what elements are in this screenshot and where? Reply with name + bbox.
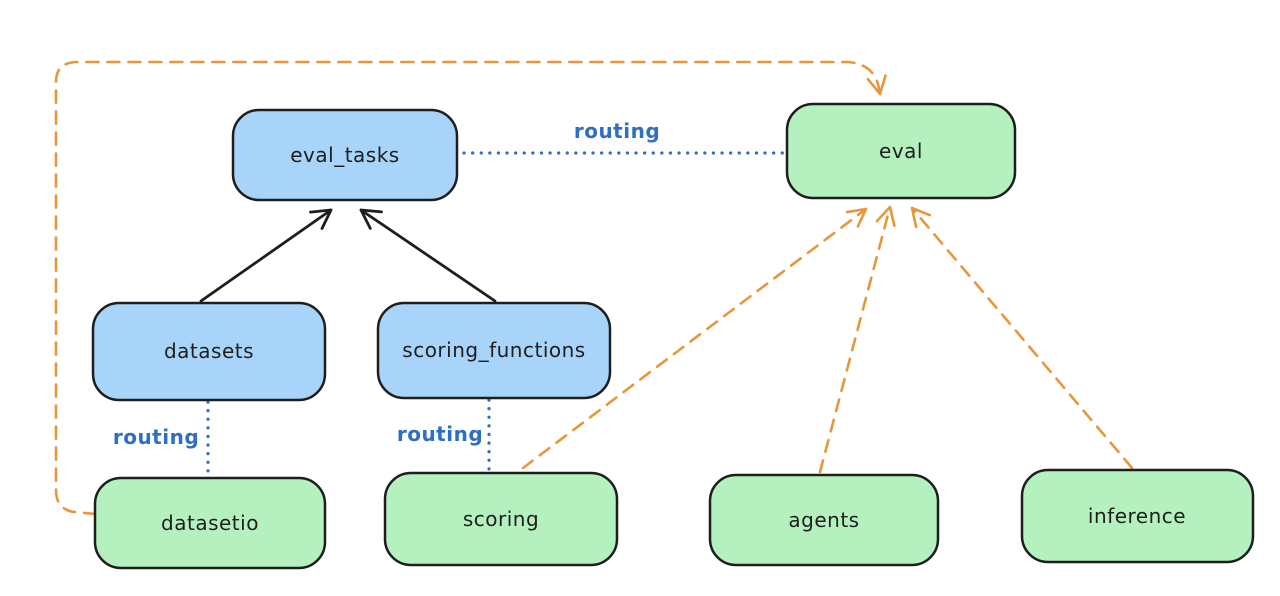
node-datasets-box bbox=[91, 301, 327, 402]
node-datasetio: datasetio bbox=[93, 476, 327, 570]
node-eval-tasks-label: eval_tasks bbox=[290, 143, 399, 167]
edge-datasetio-to-eval bbox=[54, 60, 887, 516]
node-eval-tasks-box bbox=[231, 108, 459, 202]
node-datasets: datasets bbox=[91, 301, 327, 402]
edge-agents-to-eval bbox=[818, 205, 896, 474]
node-eval-tasks: eval_tasks bbox=[231, 108, 459, 202]
node-inference-label: inference bbox=[1088, 504, 1186, 528]
edge-label-routing-datasetio: routing bbox=[113, 425, 199, 449]
node-scoring-functions-label: scoring_functions bbox=[402, 338, 585, 362]
edge-label-routing-scoring: routing bbox=[397, 422, 483, 446]
node-inference: inference bbox=[1020, 468, 1255, 564]
edge-scoring-to-eval bbox=[521, 207, 868, 470]
node-agents: agents bbox=[708, 473, 940, 567]
node-scoring-box bbox=[383, 471, 619, 567]
edge-scoring-functions-to-eval-tasks bbox=[359, 208, 497, 303]
node-eval-label: eval bbox=[879, 139, 923, 163]
node-datasets-label: datasets bbox=[164, 339, 254, 363]
edge-datasets-to-eval-tasks bbox=[199, 208, 333, 303]
node-eval-box bbox=[785, 102, 1017, 200]
node-agents-label: agents bbox=[788, 508, 859, 532]
node-scoring-functions-box bbox=[376, 301, 612, 400]
node-datasetio-box bbox=[93, 476, 327, 570]
edge-label-routing-eval: routing bbox=[574, 119, 660, 143]
node-agents-box bbox=[708, 473, 940, 567]
node-inference-box bbox=[1020, 468, 1255, 564]
edge-inference-to-eval bbox=[910, 206, 1134, 470]
node-eval: eval bbox=[785, 102, 1017, 200]
node-scoring: scoring bbox=[383, 471, 619, 567]
node-datasetio-label: datasetio bbox=[161, 511, 259, 535]
node-scoring-functions: scoring_functions bbox=[376, 301, 612, 400]
node-scoring-label: scoring bbox=[463, 507, 539, 531]
